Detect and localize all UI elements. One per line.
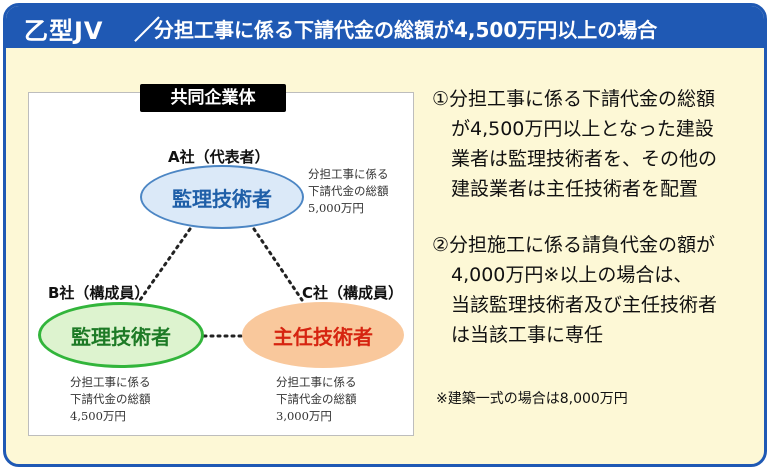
rule-1-line: 業者は監理技術者を、その他の xyxy=(432,148,718,170)
company-a-role: 監理技術者 xyxy=(140,165,304,229)
company-b-amount-value: 4,500万円 xyxy=(70,409,126,423)
rule-2-line: 当該監理技術者及び主任技術者 xyxy=(432,294,718,316)
company-c-amount-line: 分担工事に係る xyxy=(276,375,357,389)
company-a-amount-value: 5,000万円 xyxy=(308,201,364,215)
company-c-amount: 分担工事に係る 下請代金の総額 3,000万円 xyxy=(276,374,357,425)
company-c-amount-value: 3,000万円 xyxy=(276,409,332,423)
company-a-amount-line: 分担工事に係る xyxy=(308,167,389,181)
company-b-amount-line: 下請代金の総額 xyxy=(70,392,151,406)
rule-1-line: ①分担工事に係る下請代金の総額 xyxy=(432,88,716,110)
company-b-name: B社（構成員） xyxy=(48,284,150,302)
company-b-role: 監理技術者 xyxy=(38,302,204,368)
company-a-amount-line: 下請代金の総額 xyxy=(308,184,389,198)
company-c-name: C社（構成員） xyxy=(302,284,404,302)
company-b-amount: 分担工事に係る 下請代金の総額 4,500万円 xyxy=(70,374,151,425)
footnote: ※建築一式の場合は8,000万円 xyxy=(436,391,628,407)
connector-a-c xyxy=(252,227,304,302)
page-title: 分担工事に係る下請代金の総額が4,500万円以上の場合 xyxy=(154,18,658,42)
rule-2-line: は当該工事に専任 xyxy=(432,324,604,346)
company-b-amount-line: 分担工事に係る xyxy=(70,375,151,389)
jv-type-label: 乙型JV xyxy=(24,17,104,45)
rule-1-line: が4,500万円以上となった建設 xyxy=(432,118,714,140)
rule-1-line: 建設業者は主任技術者を配置 xyxy=(432,178,699,200)
rule-2-line: 4,000万円※以上の場合は、 xyxy=(432,264,693,286)
joint-venture-label: 共同企業体 xyxy=(140,84,286,112)
rule-1: ①分担工事に係る下請代金の総額 が4,500万円以上となった建設 業者は監理技術… xyxy=(432,84,717,204)
title-bar: 乙型JV ／ 分担工事に係る下請代金の総額が4,500万円以上の場合 xyxy=(6,6,764,48)
company-c-amount-line: 下請代金の総額 xyxy=(276,392,357,406)
rule-2-line: ②分担施工に係る請負代金の額が xyxy=(432,234,716,256)
company-c-role: 主任技術者 xyxy=(242,302,404,368)
company-a-amount: 分担工事に係る 下請代金の総額 5,000万円 xyxy=(308,166,389,217)
company-a-name: A社（代表者） xyxy=(168,148,270,166)
diagram-area xyxy=(28,92,414,436)
rule-2: ②分担施工に係る請負代金の額が 4,000万円※以上の場合は、 当該監理技術者及… xyxy=(432,230,717,350)
connector-a-b xyxy=(138,227,192,302)
title-separator: ／ xyxy=(134,16,161,46)
